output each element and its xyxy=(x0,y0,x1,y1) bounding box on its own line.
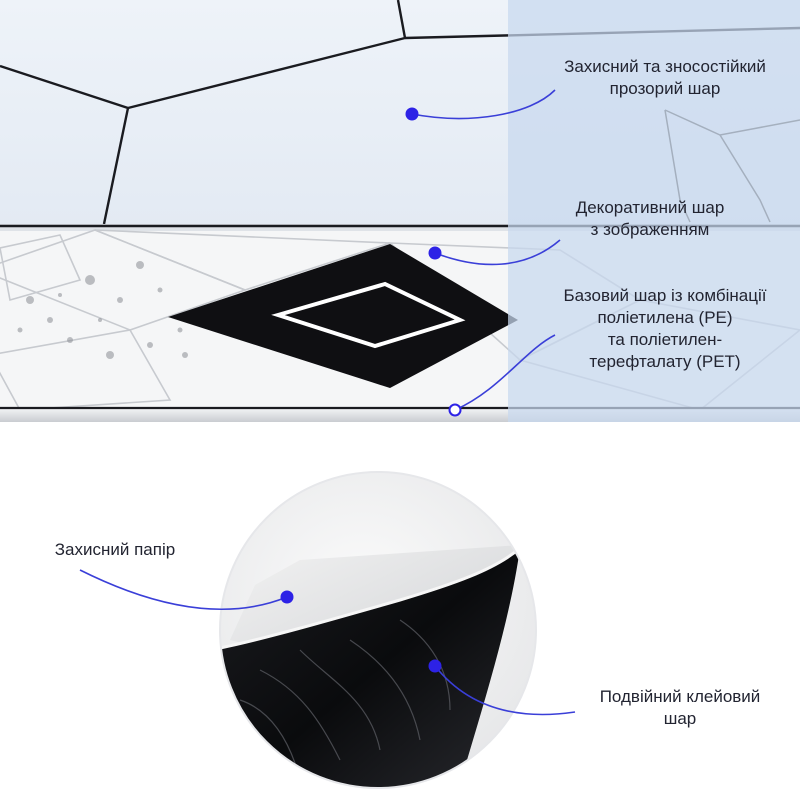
black-adhesive-sheet xyxy=(220,548,520,788)
marble-texture xyxy=(17,261,188,359)
overlay-hexagon-pattern xyxy=(664,109,800,223)
leader-line-protective-paper xyxy=(79,569,288,610)
leader-line-decorative-layer xyxy=(434,239,561,266)
marker-dot-decorative-layer xyxy=(428,246,442,260)
label-line: Декоративний шар xyxy=(575,198,725,217)
label-protective-paper: Захисний папір xyxy=(20,539,210,561)
label-line: терефталату (PET) xyxy=(589,352,741,371)
leader-line-protective-layer xyxy=(411,89,556,120)
label-line: Базовий шар із комбінації xyxy=(563,286,767,305)
label-line: з зображенням xyxy=(590,220,710,239)
label-line: шар xyxy=(663,709,697,728)
marker-dot-protective-layer xyxy=(405,107,419,121)
top-photo xyxy=(0,0,800,422)
backing-closeup xyxy=(220,472,536,788)
highlight-overlay xyxy=(508,0,800,422)
label-adhesive-layer: Подвійний клейовий шар xyxy=(570,686,790,730)
label-decorative-layer: Декоративний шар з зображенням xyxy=(540,197,760,241)
marker-dot-adhesive-layer xyxy=(428,659,442,673)
closeup-circle-border xyxy=(219,471,537,789)
marker-dots xyxy=(280,107,442,673)
label-line: Захисний та зносостійкий xyxy=(564,57,766,76)
label-line: прозорий шар xyxy=(609,79,721,98)
layer-edge xyxy=(0,224,800,231)
label-line: та поліетилен- xyxy=(607,330,723,349)
leader-line-base-layer xyxy=(454,334,556,411)
label-line: Захисний папір xyxy=(54,540,176,559)
label-base-layer: Базовий шар із комбінації поліетилена (P… xyxy=(530,285,800,373)
label-line: поліетилена (PE) xyxy=(597,308,733,327)
marker-dot-protective-paper xyxy=(280,590,294,604)
label-protective-layer: Захисний та зносостійкий прозорий шар xyxy=(530,56,800,100)
marker-ring-base-layer xyxy=(448,403,462,417)
black-diamond-tile xyxy=(168,244,518,388)
label-line: Подвійний клейовий xyxy=(599,687,761,706)
leader-line-adhesive-layer xyxy=(434,665,576,716)
white-inner-diamond xyxy=(271,281,466,349)
leader-lines xyxy=(79,89,576,716)
